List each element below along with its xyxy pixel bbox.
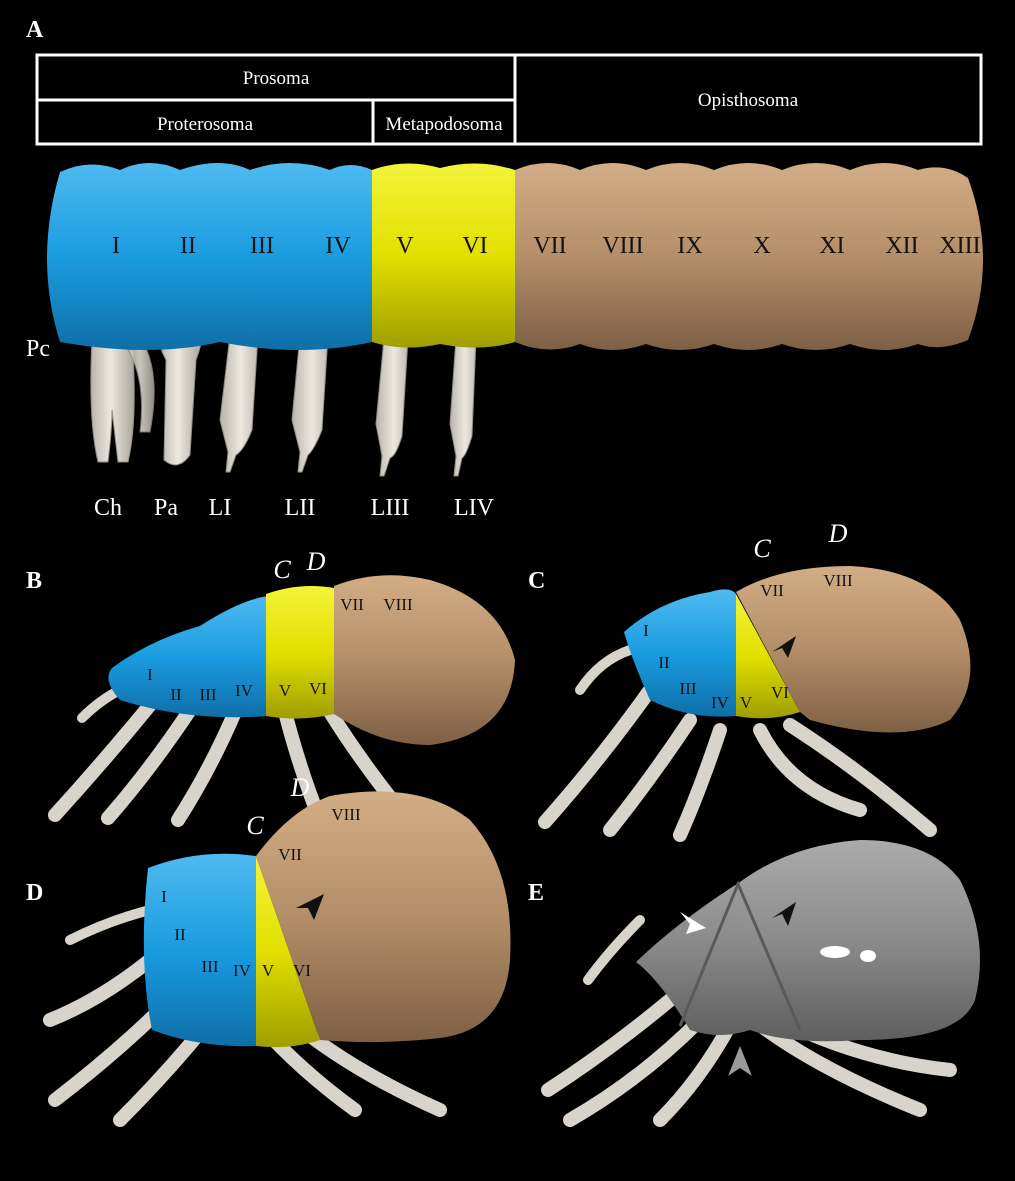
segment-viii: VIII bbox=[602, 233, 643, 259]
segment-b-i: I bbox=[147, 665, 153, 684]
metapodosoma-b bbox=[266, 586, 334, 719]
segment-x: X bbox=[753, 233, 770, 259]
segment-b-iii: III bbox=[200, 685, 217, 704]
marker-b-c: C bbox=[273, 555, 291, 584]
segment-c-i: I bbox=[643, 621, 649, 640]
marker-c-d: D bbox=[828, 519, 848, 548]
panel-label-d: D bbox=[26, 880, 43, 906]
segment-vi: VI bbox=[462, 233, 487, 259]
label-l4: LIV bbox=[454, 495, 495, 521]
panel-e: E bbox=[528, 840, 980, 1120]
marker-c-c: C bbox=[753, 534, 771, 563]
segment-d-iv: IV bbox=[233, 961, 252, 980]
panel-label-a: A bbox=[26, 17, 44, 43]
segment-c-ii: II bbox=[658, 653, 670, 672]
metapodosoma-region bbox=[372, 163, 515, 347]
segment-b-ii: II bbox=[170, 685, 182, 704]
segment-b-v: V bbox=[279, 681, 292, 700]
segment-v: V bbox=[396, 233, 414, 259]
label-l3: LIII bbox=[371, 495, 410, 521]
marker-b-d: D bbox=[306, 547, 326, 576]
label-pa: Pa bbox=[154, 495, 178, 521]
segment-b-viii: VIII bbox=[383, 595, 413, 614]
proterosoma-region bbox=[47, 163, 372, 350]
segment-d-viii: VIII bbox=[331, 805, 361, 824]
segment-d-vi: VI bbox=[293, 961, 311, 980]
label-pc: Pc bbox=[26, 336, 50, 362]
label-l2: LII bbox=[285, 495, 316, 521]
panel-a: A Prosoma Proterosoma Metapodosoma Opist… bbox=[26, 17, 983, 521]
panel-label-b: B bbox=[26, 568, 42, 594]
segment-c-iv: IV bbox=[711, 693, 730, 712]
segment-c-viii: VIII bbox=[823, 571, 853, 590]
segment-ix: IX bbox=[677, 233, 702, 259]
panel-d: D I II III IV V VI VII VIII C D bbox=[26, 773, 511, 1120]
segment-d-v: V bbox=[262, 961, 275, 980]
segment-d-iii: III bbox=[202, 957, 219, 976]
segment-c-v: V bbox=[740, 693, 753, 712]
segment-vii: VII bbox=[533, 233, 566, 259]
panel-label-e: E bbox=[528, 880, 544, 906]
segment-b-iv: IV bbox=[235, 681, 254, 700]
segment-b-vi: VI bbox=[309, 679, 327, 698]
segment-d-vii: VII bbox=[278, 845, 302, 864]
segment-i: I bbox=[112, 233, 120, 259]
header-proterosoma: Proterosoma bbox=[157, 114, 254, 135]
panel-c: C I II III IV V VI VII VIII C D bbox=[528, 519, 970, 835]
highlight-e-1 bbox=[820, 946, 850, 958]
segment-c-vi: VI bbox=[771, 683, 789, 702]
highlight-e-2 bbox=[860, 950, 876, 962]
chelicera bbox=[91, 340, 154, 462]
header-metapodosoma: Metapodosoma bbox=[385, 114, 503, 135]
segment-d-i: I bbox=[161, 887, 167, 906]
marker-d-d: D bbox=[290, 773, 310, 802]
segment-d-ii: II bbox=[174, 925, 186, 944]
segment-ii: II bbox=[180, 233, 196, 259]
label-l1: LI bbox=[209, 495, 232, 521]
panel-label-c: C bbox=[528, 568, 545, 594]
segment-c-iii: III bbox=[680, 679, 697, 698]
proterosoma-d bbox=[144, 854, 256, 1046]
header-prosoma: Prosoma bbox=[243, 68, 310, 89]
segment-xi: XI bbox=[819, 233, 844, 259]
marker-d-c: C bbox=[246, 811, 264, 840]
segment-c-vii: VII bbox=[760, 581, 784, 600]
label-ch: Ch bbox=[94, 495, 122, 521]
segment-xiii: XIII bbox=[939, 233, 980, 259]
segment-xii: XII bbox=[885, 233, 918, 259]
segment-iii: III bbox=[250, 233, 274, 259]
header-opisthosoma: Opisthosoma bbox=[698, 90, 799, 111]
panel-b: B I II III IV V VI VII VIII C D bbox=[26, 547, 515, 820]
arrowhead-e-grey bbox=[728, 1046, 752, 1076]
segment-b-vii: VII bbox=[340, 595, 364, 614]
segment-iv: IV bbox=[325, 233, 351, 259]
